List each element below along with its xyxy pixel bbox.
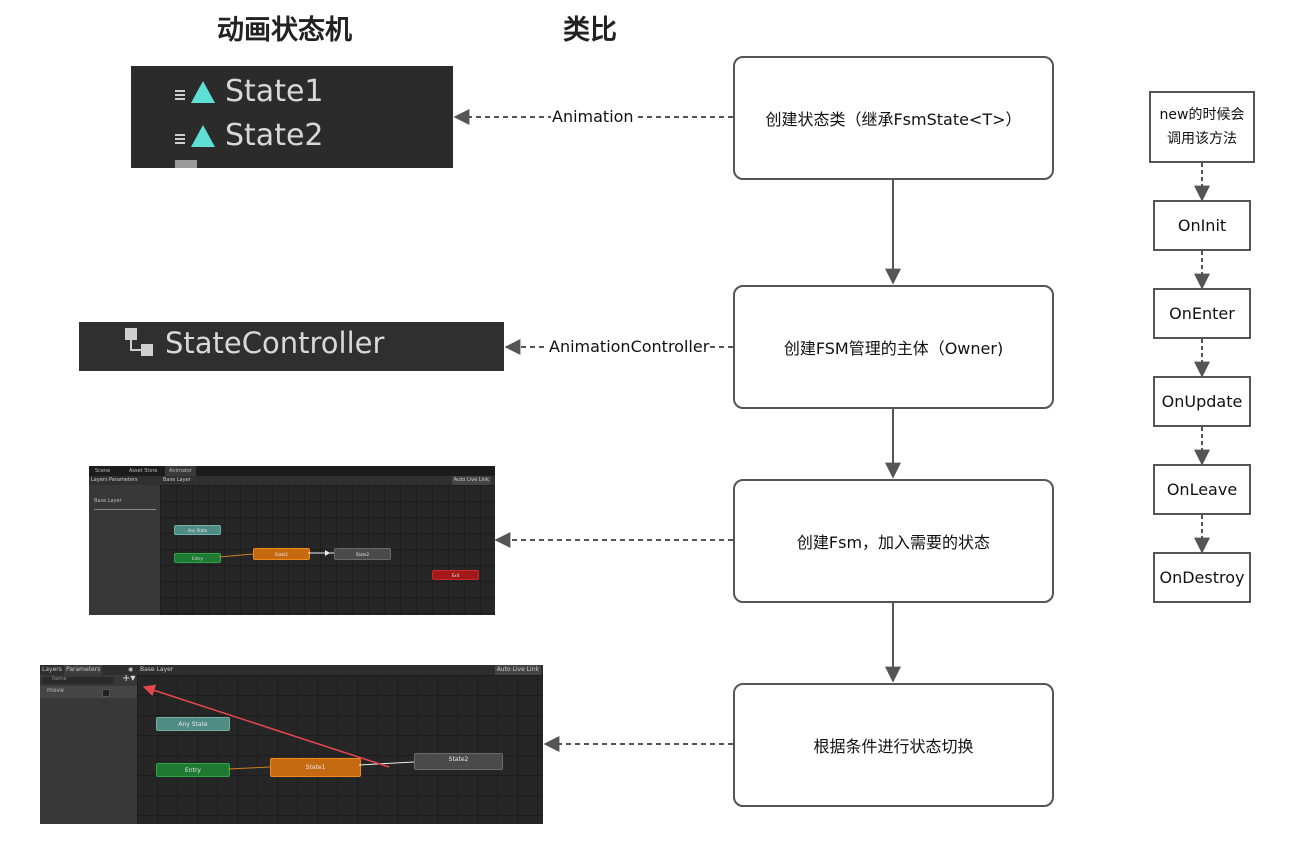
- tab-animator[interactable]: Animator: [165, 466, 196, 476]
- tab-parameters[interactable]: Parameters: [109, 477, 138, 483]
- animator-graph: [160, 485, 495, 615]
- parameter-checkbox[interactable]: [102, 689, 110, 697]
- flow-box-create-owner: 创建FSM管理的主体（Owner): [733, 285, 1054, 409]
- screenshot-state-controller: StateController: [79, 322, 504, 371]
- folder-icon: [175, 160, 197, 168]
- flow-box-switch-state: 根据条件进行状态切换: [733, 683, 1054, 807]
- transition-lines: [142, 684, 415, 770]
- node-entry[interactable]: Entry: [174, 553, 221, 563]
- screenshot-animator-large: Layers Parameters ◉ Base Layer Auto Live…: [40, 665, 543, 824]
- parameters-panel: Name +▾ move: [40, 673, 137, 824]
- state-triangle-icon: [191, 124, 215, 147]
- title-analogy: 类比: [563, 15, 617, 46]
- link-label-animation: Animation: [551, 107, 635, 126]
- title-animation-state-machine: 动画状态机: [217, 15, 352, 46]
- add-parameter-button[interactable]: +▾: [122, 673, 136, 684]
- lifecycle-onenter: OnEnter: [1153, 288, 1251, 339]
- animator-toolbar: Layers Parameters Base Layer Auto Live L…: [89, 476, 495, 485]
- animator-graph: [137, 675, 543, 824]
- state-name: State2: [225, 118, 324, 153]
- tab-asset-store[interactable]: Asset Store: [129, 468, 158, 474]
- lifecycle-header-box: new的时候会调用该方法: [1149, 91, 1255, 163]
- state-lines-icon: [175, 133, 185, 146]
- node-any-state[interactable]: Any State: [174, 525, 221, 535]
- lifecycle-onleave: OnLeave: [1153, 464, 1251, 515]
- auto-live-link-button[interactable]: Auto Live Link: [494, 665, 541, 675]
- lifecycle-ondestroy: OnDestroy: [1153, 552, 1251, 603]
- tab-layers[interactable]: Layers: [91, 477, 108, 483]
- transition-lines: [218, 550, 334, 558]
- parameter-name: move: [47, 687, 64, 694]
- lifecycle-header-text: new的时候会调用该方法: [1159, 107, 1245, 147]
- node-entry[interactable]: Entry: [156, 763, 230, 777]
- tab-layers[interactable]: Layers: [42, 666, 62, 673]
- lifecycle-label: OnDestroy: [1159, 568, 1245, 587]
- parameter-row[interactable]: move: [40, 686, 137, 698]
- node-state1[interactable]: State1: [270, 758, 361, 777]
- link-label-animation-controller: AnimationController: [548, 337, 711, 356]
- state-list-item: State1: [175, 74, 324, 109]
- node-state2[interactable]: State2: [334, 548, 391, 560]
- flow-box-text: 创建状态类（继承FsmState<T>）: [765, 110, 1022, 129]
- divider: [94, 509, 156, 510]
- breadcrumb[interactable]: Base Layer: [140, 666, 174, 673]
- flow-box-text: 创建Fsm，加入需要的状态: [796, 533, 991, 552]
- search-placeholder: Name: [52, 676, 67, 682]
- lifecycle-label: OnUpdate: [1161, 392, 1243, 411]
- node-exit[interactable]: Exit: [432, 570, 479, 580]
- state-name: State1: [225, 74, 324, 109]
- flow-box-text: 根据条件进行状态切换: [813, 737, 974, 756]
- lifecycle-onupdate: OnUpdate: [1153, 376, 1251, 427]
- tab-scene[interactable]: Scene: [95, 468, 111, 474]
- search-input[interactable]: Name: [42, 676, 114, 684]
- animator-tab-bar: Scene Asset Store Animator: [89, 466, 495, 476]
- breadcrumb[interactable]: Base Layer: [163, 477, 191, 483]
- layer-item[interactable]: Base Layer: [94, 498, 122, 504]
- auto-live-link-button[interactable]: Auto Live Link: [451, 476, 491, 485]
- screenshot-state-list: State1 State2: [131, 66, 453, 168]
- controller-name: StateController: [165, 326, 385, 360]
- controller-icon: [125, 328, 155, 358]
- lifecycle-label: OnInit: [1177, 216, 1227, 235]
- flow-box-create-fsm: 创建Fsm，加入需要的状态: [733, 479, 1054, 603]
- node-state1[interactable]: State1: [253, 548, 310, 560]
- lifecycle-label: OnLeave: [1166, 480, 1238, 499]
- state-lines-icon: [175, 89, 185, 102]
- highlight-arrow: [142, 684, 390, 768]
- node-state2[interactable]: State2: [414, 753, 503, 770]
- flow-box-text: 创建FSM管理的主体（Owner): [783, 339, 1004, 358]
- animator-toolbar: Layers Parameters ◉ Base Layer Auto Live…: [40, 665, 543, 675]
- lifecycle-label: OnEnter: [1169, 304, 1235, 323]
- lifecycle-oninit: OnInit: [1153, 200, 1251, 251]
- layers-panel: Base Layer: [89, 485, 160, 615]
- state-list-item: State2: [175, 118, 324, 153]
- eye-icon[interactable]: ◉: [128, 666, 134, 673]
- state-triangle-icon: [191, 80, 215, 103]
- screenshot-animator-small: Scene Asset Store Animator Layers Parame…: [89, 466, 495, 615]
- node-any-state[interactable]: Any State: [156, 717, 230, 731]
- flow-box-create-state-class: 创建状态类（继承FsmState<T>）: [733, 56, 1054, 180]
- tab-parameters[interactable]: Parameters: [64, 665, 103, 675]
